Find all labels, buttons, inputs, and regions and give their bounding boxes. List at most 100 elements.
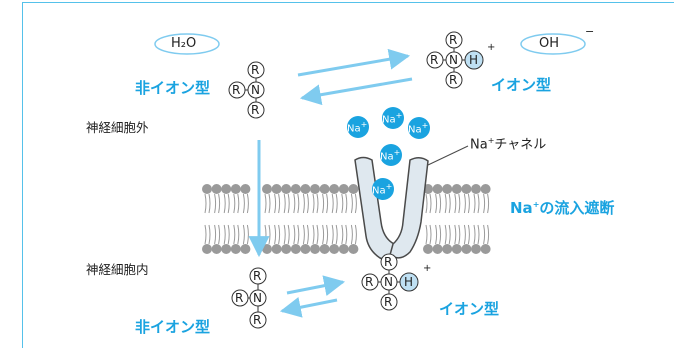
lipid-tail <box>467 193 470 214</box>
ionic-form-label-bottom: イオン型 <box>439 300 500 318</box>
lipid-tail <box>242 224 245 245</box>
lipid-bilayer <box>202 184 491 254</box>
atom-r: R <box>449 73 458 87</box>
lipid-head <box>211 184 222 194</box>
lipid-tail <box>287 193 290 214</box>
outside-cell-label: 神経細胞外 <box>86 120 149 135</box>
nonionic-form-label-bottom: 非イオン型 <box>135 318 211 336</box>
lipid-head <box>310 244 320 254</box>
atom-r: R <box>253 313 262 327</box>
lipid-tail <box>331 224 334 245</box>
inside-cell-label: 神経細胞内 <box>86 262 149 277</box>
lipid-tail <box>214 224 217 245</box>
lipid-head <box>338 184 349 194</box>
sodium-ion <box>347 116 369 138</box>
lipid-tail <box>268 224 271 245</box>
lipid-tail <box>483 193 486 214</box>
lipid-tail <box>487 193 490 214</box>
lipid-tail <box>302 224 305 245</box>
lipid-tail <box>316 193 319 214</box>
lipid-head <box>281 184 292 194</box>
lipid-head <box>202 184 212 194</box>
lipid-tail <box>208 224 211 245</box>
sodium-ion <box>382 107 404 129</box>
water-ellipse <box>154 33 220 55</box>
lipid-head <box>461 184 472 194</box>
channel-label: Na+チャネル <box>470 136 547 153</box>
lipid-tail <box>204 224 207 245</box>
lipid-tail <box>345 224 348 245</box>
lipid-tail <box>283 224 286 245</box>
lipid-tail <box>454 193 457 214</box>
lipid-tail <box>297 193 300 214</box>
lipid-tail <box>218 193 221 214</box>
lipid-tail <box>350 193 353 214</box>
lipid-tail <box>350 224 353 245</box>
lipid-tail <box>223 193 226 214</box>
channel-leader-line <box>427 145 469 166</box>
lipid-head <box>221 244 232 254</box>
lipid-head <box>221 184 232 194</box>
lipid-tail <box>274 224 277 245</box>
atom-n: N <box>253 291 262 305</box>
channel-left-subunit <box>354 156 399 260</box>
lipid-head <box>271 244 282 254</box>
lipid-head <box>442 244 453 254</box>
atom-r: R <box>365 275 374 289</box>
lipid-tail <box>326 224 329 245</box>
sodium-block-label: Na+の流入遮断 <box>510 199 615 217</box>
lipid-head <box>300 184 311 194</box>
lipid-tail <box>227 224 230 245</box>
atom-r: R <box>384 255 393 269</box>
diagram-frame <box>22 2 674 348</box>
lipid-head <box>329 244 340 254</box>
atom-h: H <box>404 275 414 289</box>
lipid-tail <box>335 224 338 245</box>
channel-right-subunit <box>389 157 429 259</box>
lipid-tail <box>302 193 305 214</box>
forward-arrow-top <box>297 48 411 77</box>
lipid-tail <box>354 224 357 245</box>
lipid-tail <box>306 193 309 214</box>
lipid-head <box>230 184 241 194</box>
lipid-tail <box>463 193 466 214</box>
lipid-head <box>319 244 330 254</box>
lipid-head <box>290 184 301 194</box>
atom-r: R <box>232 83 241 97</box>
sodium-ion-label: Na+ <box>382 111 403 126</box>
atom-r: R <box>251 103 260 117</box>
lipid-head <box>338 244 349 254</box>
atom-r: R <box>430 53 439 67</box>
lipid-tail <box>454 224 457 245</box>
lipid-tail <box>439 224 442 245</box>
lipid-tail <box>477 193 480 214</box>
lipid-tail <box>246 193 249 214</box>
lipid-head <box>262 184 272 194</box>
lipid-tail <box>335 193 338 214</box>
lipid-tail <box>237 193 240 214</box>
lipid-tail <box>268 193 271 214</box>
lipid-tail <box>264 193 267 214</box>
lipid-tail <box>264 224 267 245</box>
lipid-tail <box>242 193 245 214</box>
lipid-tail <box>227 193 230 214</box>
lipid-head <box>290 244 301 254</box>
lipid-tail <box>326 193 329 214</box>
lipid-tail <box>297 224 300 245</box>
atom-r: R <box>253 269 262 283</box>
lipid-tail <box>322 193 325 214</box>
lipid-tail <box>287 224 290 245</box>
lipid-tail <box>293 193 296 214</box>
atom-n: N <box>449 53 458 67</box>
lipid-tail <box>341 193 344 214</box>
lipid-head <box>461 244 472 254</box>
lipid-head <box>240 184 251 194</box>
lipid-tail <box>435 224 438 245</box>
sodium-ion-label: Na+ <box>347 120 368 135</box>
amine-nonionic-top <box>228 61 265 119</box>
lipid-head <box>240 244 251 254</box>
nonionic-form-label-top: 非イオン型 <box>135 79 211 97</box>
charge-plus: + <box>487 42 496 53</box>
lipid-head <box>230 244 241 254</box>
lipid-head <box>271 184 282 194</box>
